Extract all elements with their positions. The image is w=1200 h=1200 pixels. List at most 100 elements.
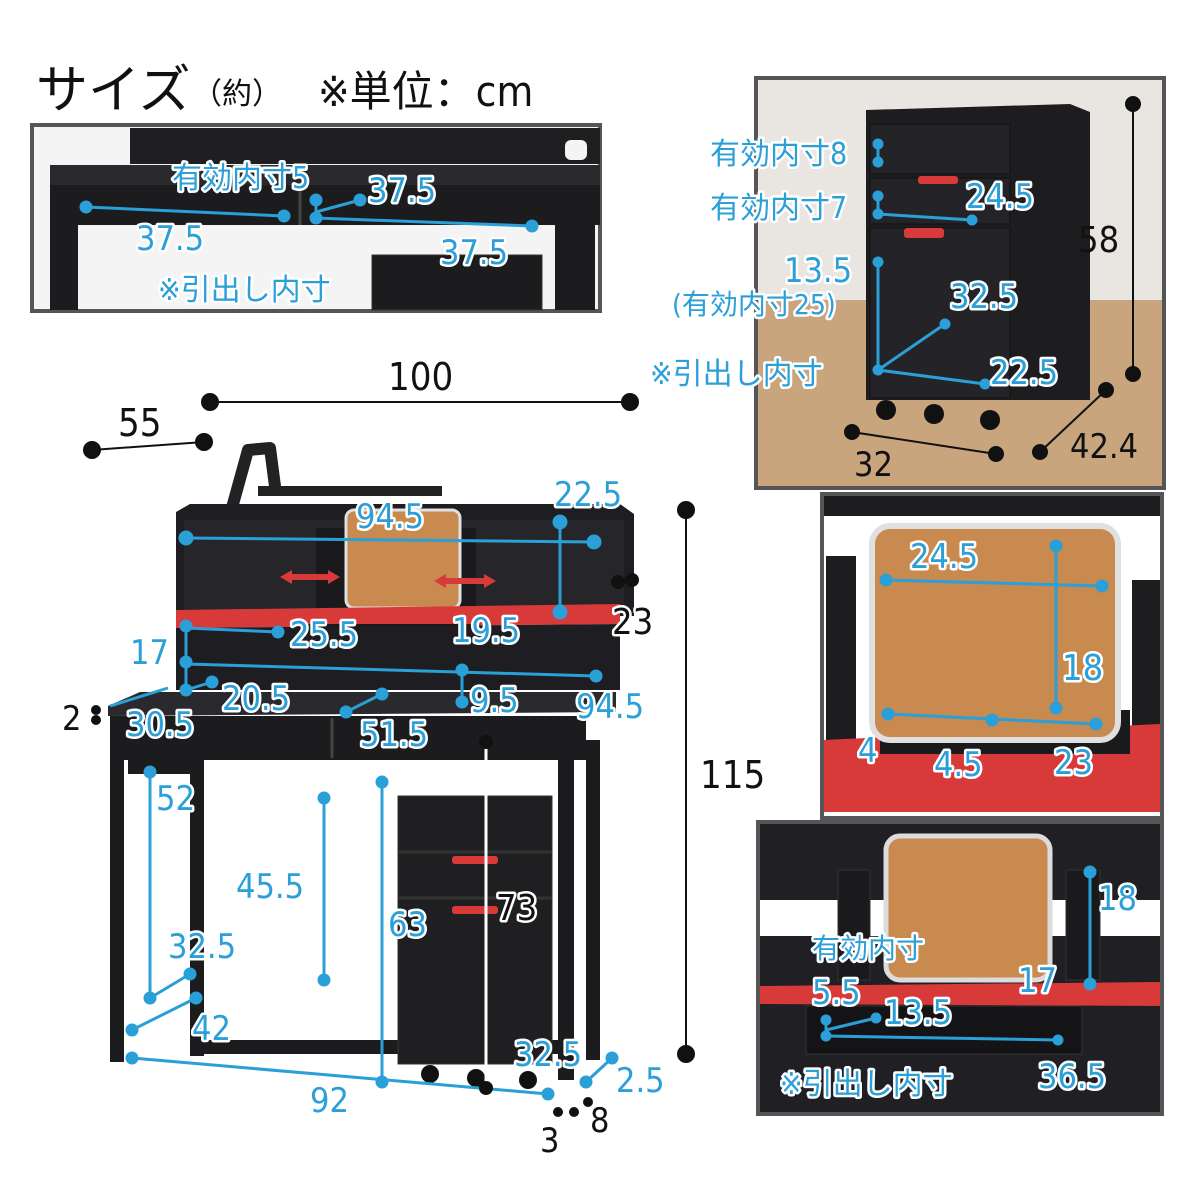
- dim-dot: [1089, 717, 1103, 731]
- desk-leg-front-right: [558, 760, 574, 1080]
- drawer-dim-3: 37.5: [440, 233, 508, 273]
- dim-dot: [277, 209, 291, 223]
- drawer-dim-1: 37.5: [368, 171, 436, 211]
- dim-dot: [183, 967, 197, 981]
- arrow-head-left: [434, 574, 446, 588]
- arrow-head-left: [280, 570, 292, 584]
- cork-dim-b: 4.5: [934, 745, 983, 785]
- dim-line: [185, 662, 597, 678]
- desk-leg-back-left: [190, 760, 204, 1056]
- dim-dot: [966, 214, 978, 226]
- total-depth-label: 55: [118, 401, 162, 445]
- dim-dot: [985, 713, 999, 727]
- dim-dot: [309, 193, 323, 207]
- approx-label: （約）: [192, 77, 282, 112]
- dim-line: [877, 212, 973, 222]
- dim-dot: [579, 1075, 593, 1089]
- under-height-label: 63: [388, 905, 427, 945]
- dim-dot: [605, 1051, 619, 1065]
- dim-dot: [1083, 977, 1097, 991]
- cork-dim-a: 4: [858, 731, 877, 771]
- hutch-edge: [130, 128, 600, 164]
- cork-board: [883, 833, 1053, 983]
- dim-dot: [353, 193, 367, 207]
- drawer-dim-2: 37.5: [136, 219, 204, 259]
- dim-dot: [205, 675, 219, 689]
- caster: [421, 1065, 439, 1083]
- dim-line: [825, 1034, 1059, 1042]
- dim-dot: [844, 424, 860, 440]
- cork-width: 24.5: [910, 537, 978, 577]
- wagon-drawer-3: [869, 227, 1011, 399]
- dim-dot: [1052, 1034, 1064, 1046]
- dim-dot: [125, 1023, 139, 1037]
- dim-dot: [872, 256, 884, 268]
- arrow-head-right: [484, 574, 496, 588]
- dim-dot: [939, 318, 951, 330]
- size-title: サイズ: [36, 61, 190, 121]
- side-depth-label: 23: [612, 602, 653, 643]
- wagon-drawer-width: 24.5: [966, 177, 1034, 217]
- dim-dot: [870, 1012, 882, 1024]
- dim-line: [149, 972, 191, 1000]
- dim-dot: [872, 138, 884, 150]
- hutch-cutout: [565, 140, 587, 160]
- wagon-depth: 42.4: [1070, 427, 1138, 467]
- shelf-width-label: 94.5: [356, 497, 424, 537]
- wagon-body: [397, 795, 553, 1065]
- dim-dot: [872, 190, 884, 202]
- dim-line: [877, 322, 946, 372]
- dim-dot: [455, 695, 469, 709]
- bookend-left: [826, 556, 856, 746]
- dim-dot: [583, 1097, 593, 1107]
- dim-dot: [820, 1014, 832, 1026]
- dim-dot: [375, 1075, 389, 1089]
- dim-dot: [317, 791, 331, 805]
- top-thickness-label: 2: [62, 699, 81, 739]
- dim-dot: [375, 687, 389, 701]
- dim-dot: [1083, 865, 1097, 879]
- hutch-height-label: 17: [130, 633, 169, 673]
- dim-dot: [988, 446, 1004, 462]
- gap-3-label: 3: [540, 1121, 559, 1161]
- dim-dot: [375, 775, 389, 789]
- dim-dot: [820, 1030, 832, 1042]
- red-shelf: [176, 604, 620, 628]
- wagon-effective-7: 有効内寸7: [710, 191, 847, 226]
- drawer-inset-panel: 有効内寸5 37.5 37.5 37.5 ※引出し内寸: [30, 123, 602, 313]
- drawer-effective-label: 有効内寸5: [172, 161, 309, 196]
- dim-line: [131, 1056, 549, 1096]
- dim-dot: [479, 735, 493, 749]
- red-shelf: [760, 982, 1160, 1006]
- dim-dot: [195, 433, 213, 451]
- shelf-inset-panel: 18 有効内寸 17 5.5 13.5 ※引出し内寸 36.5: [756, 820, 1164, 1116]
- dim-dot: [455, 663, 469, 677]
- dim-dot: [979, 378, 991, 390]
- dim-dot: [1098, 382, 1114, 398]
- dim-line: [315, 216, 533, 228]
- dim-dot: [569, 1107, 579, 1117]
- arrow-head-right: [328, 570, 340, 584]
- gap-25-label: 2.5: [616, 1061, 665, 1101]
- caster: [924, 404, 944, 424]
- dim-dot: [586, 534, 602, 550]
- hutch-depth-label: 20.5: [222, 679, 290, 719]
- caster: [876, 400, 896, 420]
- wagon-drawer-depth: 32.5: [950, 277, 1018, 317]
- shelf-height-label: 22.5: [554, 475, 622, 515]
- desk-top: [50, 165, 600, 185]
- dim-line: [185, 626, 279, 634]
- hutch-width-label: 94.5: [576, 687, 644, 727]
- wagon-handle: [904, 228, 944, 238]
- shelf-height-18: 18: [1098, 879, 1137, 919]
- dim-line: [1039, 389, 1107, 453]
- dim-dot: [872, 364, 884, 376]
- dim-line: [131, 996, 197, 1032]
- caster: [980, 410, 1000, 430]
- shelf-depth: 13.5: [884, 993, 952, 1033]
- desk-leg-back-right: [586, 740, 600, 1060]
- dim-dot: [1049, 701, 1063, 715]
- shelf-effective-label: 有効内寸: [812, 932, 924, 965]
- wagon-height: 58: [1078, 220, 1119, 261]
- dim-dot: [1049, 539, 1063, 553]
